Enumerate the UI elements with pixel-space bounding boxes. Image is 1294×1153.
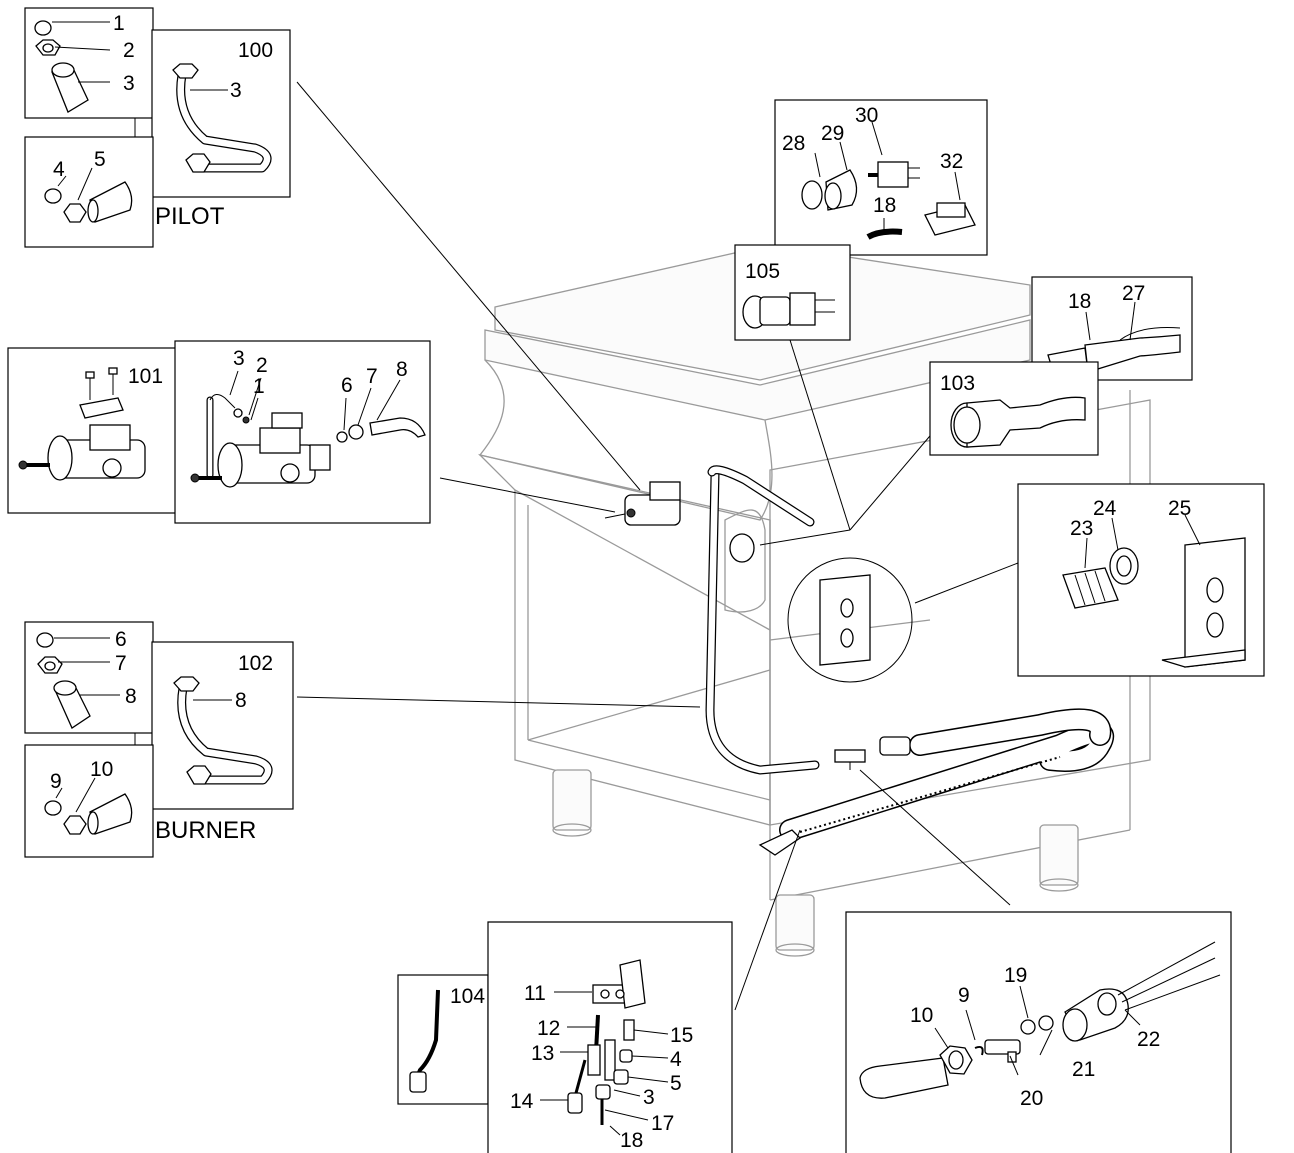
knob-group: 103 — [929, 361, 1099, 456]
pilot-caption: PILOT — [155, 203, 225, 230]
callout-8-burner: 8 — [125, 685, 137, 708]
callout-8-valve: 8 — [396, 358, 408, 381]
callout-24: 24 — [1093, 497, 1117, 520]
callout-9-injector: 9 — [958, 984, 970, 1007]
callout-5-pilot: 5 — [670, 1072, 682, 1095]
callout-1-valve: 1 — [253, 375, 265, 398]
callout-7-valve: 7 — [366, 365, 378, 388]
callout-3-valve: 3 — [233, 347, 245, 370]
leader-lines — [134, 81, 1019, 1011]
callout-18-cable: 18 — [1068, 290, 1091, 313]
thermocouple-group: 104 — [397, 974, 489, 1105]
callout-18-ignition: 18 — [873, 194, 896, 217]
callout-28: 28 — [782, 132, 805, 155]
callout-101: 101 — [128, 365, 163, 388]
callout-22: 22 — [1137, 1028, 1160, 1051]
main-gas-valve — [604, 481, 681, 526]
burner-nut-box — [24, 744, 154, 858]
callout-7-burner: 7 — [115, 652, 127, 675]
callout-20: 20 — [1020, 1087, 1043, 1110]
callout-102: 102 — [238, 652, 273, 675]
callout-6-valve: 6 — [341, 374, 353, 397]
main-gas-assembly — [604, 465, 1114, 856]
callout-25: 25 — [1168, 497, 1191, 520]
callout-5: 5 — [94, 148, 106, 171]
callout-103: 103 — [940, 372, 975, 395]
callout-21: 21 — [1072, 1058, 1095, 1081]
callout-1: 1 — [113, 12, 125, 35]
callout-11: 11 — [524, 982, 546, 1005]
callout-29: 29 — [821, 122, 844, 145]
callout-8-pipe: 8 — [235, 689, 247, 712]
callout-3-pipe: 3 — [230, 79, 242, 102]
callout-3-pilot: 3 — [643, 1086, 655, 1109]
pilot-burner-box — [487, 921, 733, 1153]
callout-13: 13 — [531, 1042, 554, 1065]
burner-caption: BURNER — [155, 817, 256, 844]
push-button-group: 105 — [734, 244, 851, 341]
valve-parts-group: 101 3 2 1 6 7 8 — [7, 340, 431, 524]
callout-9-burner: 9 — [50, 770, 62, 793]
callout-30: 30 — [855, 104, 878, 127]
callout-6-burner: 6 — [115, 628, 127, 651]
callout-2: 2 — [123, 39, 135, 62]
callout-12: 12 — [537, 1017, 560, 1040]
callout-3: 3 — [123, 72, 135, 95]
callout-104: 104 — [450, 985, 485, 1008]
injector-box — [845, 911, 1232, 1153]
callout-10-injector: 10 — [910, 1004, 933, 1027]
burner-parts-group: 6 7 8 102 8 9 10 BURNER — [24, 621, 294, 858]
callout-32: 32 — [940, 150, 963, 173]
callout-2-valve: 2 — [256, 354, 268, 377]
pilot-burner-group: 11 12 13 15 4 5 3 14 17 18 — [487, 921, 733, 1153]
callout-14: 14 — [510, 1090, 534, 1113]
callout-23: 23 — [1070, 517, 1093, 540]
callout-105: 105 — [745, 260, 780, 283]
callout-15: 15 — [670, 1024, 693, 1047]
callout-27: 27 — [1122, 282, 1145, 305]
injector-group: 10 9 19 21 22 20 — [845, 911, 1232, 1153]
ignition-switch-group: 28 29 30 32 18 — [774, 99, 988, 256]
callout-18-pilot: 18 — [620, 1129, 643, 1152]
pilot-nut-box — [24, 136, 154, 248]
terminal-group: 23 24 25 — [1017, 483, 1265, 677]
callout-19: 19 — [1004, 964, 1027, 987]
pilot-parts-group: 1 2 3 100 3 4 5 PILOT — [24, 7, 291, 248]
callout-4-pilot: 4 — [670, 1048, 682, 1071]
callout-17: 17 — [651, 1112, 674, 1135]
callout-10-burner: 10 — [90, 758, 113, 781]
callout-4: 4 — [53, 158, 65, 181]
callout-100: 100 — [238, 39, 273, 62]
